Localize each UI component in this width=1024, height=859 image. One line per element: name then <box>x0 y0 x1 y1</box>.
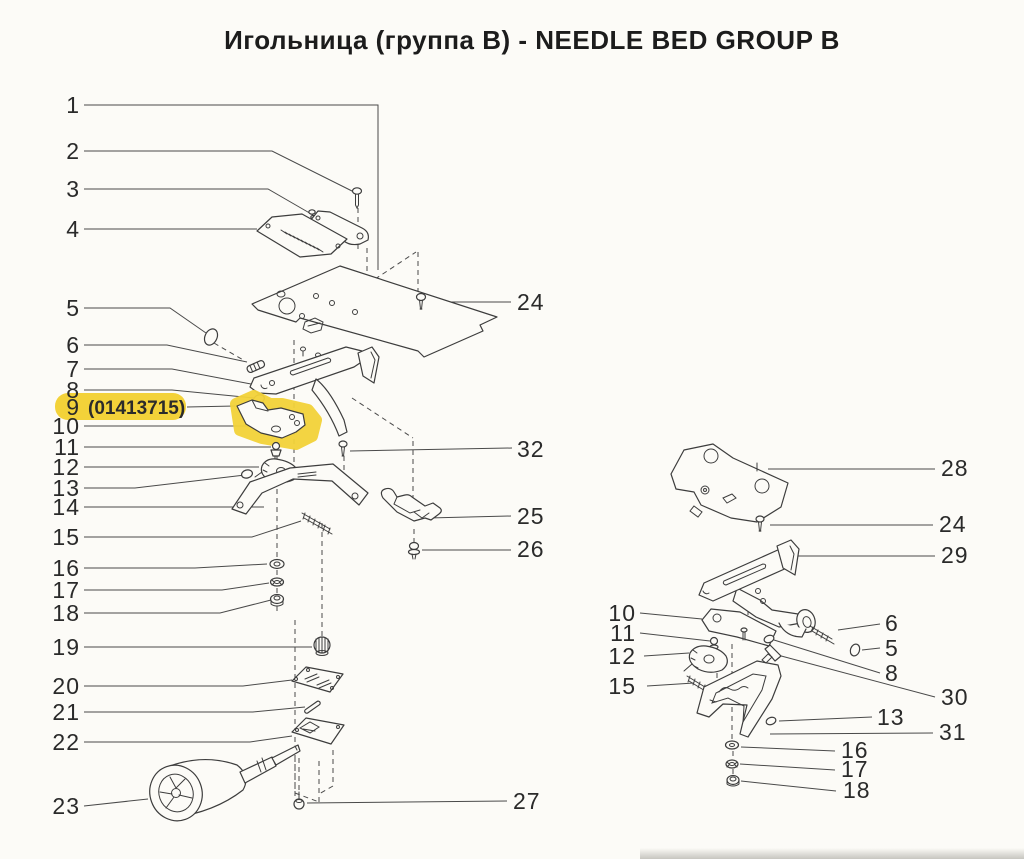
cam-part-12-sub <box>683 645 728 673</box>
roller-part-23 <box>149 744 301 822</box>
slide-bar-part-7 <box>249 346 380 395</box>
callout-3: 3 <box>66 176 80 202</box>
callout-labels-sub-right: 28 24 29 6 5 8 30 13 31 16 17 18 <box>841 455 969 803</box>
callout-17: 17 <box>52 577 80 603</box>
callout-1: 1 <box>66 92 80 118</box>
callout-11: 11 <box>54 434 80 460</box>
page-title: Игольница (группа B) - NEEDLE BED GROUP … <box>224 25 840 55</box>
callout-sub-31: 31 <box>939 719 967 745</box>
callout-24: 24 <box>517 289 545 315</box>
screw-part-26 <box>407 541 421 560</box>
callout-sub-30: 30 <box>941 684 969 710</box>
pin-part-6 <box>246 360 266 374</box>
lock-washer-part-17 <box>269 577 285 587</box>
leader-lines-main <box>83 104 513 807</box>
callout-sub-15: 15 <box>608 673 636 699</box>
screw-part-27 <box>293 791 305 810</box>
callout-25: 25 <box>517 503 545 529</box>
callout-sub-29: 29 <box>941 542 969 568</box>
sub-assembly-art <box>670 443 861 787</box>
screw-part-24-sub <box>755 515 765 532</box>
callout-16: 16 <box>52 555 80 581</box>
callout-32: 32 <box>517 436 545 462</box>
oval-part-13-sub <box>765 716 777 726</box>
callout-sub-11: 11 <box>610 620 636 646</box>
callout-22: 22 <box>52 729 80 755</box>
pin-part-21 <box>304 700 321 714</box>
callout-27: 27 <box>513 788 541 814</box>
callout-sub-10: 10 <box>608 600 636 626</box>
screw-part-32 <box>338 440 348 457</box>
knurled-nut-part-19 <box>313 636 331 656</box>
screw-part-24-main <box>415 292 427 310</box>
callout-sub-24: 24 <box>939 511 967 537</box>
callout-sub-13: 13 <box>877 704 905 730</box>
callout-sub-17: 17 <box>841 756 869 782</box>
callout-9: 9 <box>66 394 80 420</box>
part-9-highlighted <box>230 390 322 450</box>
oval-part-5-sub <box>849 643 861 657</box>
lock-washer-part-17-sub <box>725 759 739 769</box>
callout-5: 5 <box>66 295 80 321</box>
callout-18: 18 <box>52 600 80 626</box>
callout-7: 7 <box>66 356 80 382</box>
callout-sub-5: 5 <box>885 635 899 661</box>
bracket-part-25 <box>380 487 442 522</box>
callout-labels-main-left: 1 2 3 4 5 6 7 8 9 (01413715) 10 11 12 13… <box>52 92 185 819</box>
oval-part-13 <box>240 469 254 479</box>
callout-9-part-code: (01413715) <box>88 398 185 419</box>
main-assembly-art <box>149 187 498 822</box>
screw-part-2 <box>351 187 363 210</box>
blade-lever <box>311 378 348 437</box>
spring-part-6-sub <box>809 625 835 645</box>
callout-2: 2 <box>66 138 80 164</box>
callout-sub-18: 18 <box>843 777 871 803</box>
callout-sub-28: 28 <box>941 455 969 481</box>
callout-4: 4 <box>66 216 80 242</box>
comb-plate-part-4 <box>256 213 348 258</box>
slotted-plate-part-20 <box>291 666 344 693</box>
callout-labels-sub-left: 10 11 12 15 <box>608 600 636 699</box>
callout-15: 15 <box>52 524 80 550</box>
nut-part-18 <box>269 593 285 607</box>
callout-sub-6: 6 <box>885 610 899 636</box>
callout-26: 26 <box>517 536 545 562</box>
callout-13: 13 <box>52 475 80 501</box>
part-9-highlight-pill <box>55 393 186 420</box>
callout-sub-12: 12 <box>608 643 636 669</box>
scan-edge-shadow <box>640 848 1024 859</box>
callout-sub-16: 16 <box>841 737 869 763</box>
plate-part-22 <box>291 717 345 745</box>
callout-labels-main-right: 24 32 25 26 27 <box>513 289 545 814</box>
carrier-assembly-part-29 <box>698 539 816 638</box>
v-plate-part-14 <box>231 463 369 515</box>
callout-6: 6 <box>66 332 80 358</box>
callout-19: 19 <box>52 634 80 660</box>
frame-part-31 <box>696 653 782 738</box>
nut-part-18-sub <box>726 774 740 787</box>
oval-part-5 <box>203 328 219 346</box>
leader-lines-sub <box>639 468 936 792</box>
callout-sub-8: 8 <box>885 660 899 686</box>
needle-bed-plate-part-1 <box>251 265 498 363</box>
washer-part-16-sub <box>724 740 740 750</box>
washer-part-16 <box>269 558 285 570</box>
mounting-strip <box>309 210 369 246</box>
spring-part-15 <box>301 512 333 535</box>
plate-part-28 <box>670 443 789 523</box>
callout-21: 21 <box>52 699 80 725</box>
callout-12: 12 <box>52 454 80 480</box>
callout-20: 20 <box>52 673 80 699</box>
callout-8: 8 <box>66 377 80 403</box>
oval-part-8-sub <box>763 634 775 644</box>
callout-23: 23 <box>52 793 80 819</box>
callout-10: 10 <box>52 413 80 439</box>
callout-14: 14 <box>52 494 80 520</box>
